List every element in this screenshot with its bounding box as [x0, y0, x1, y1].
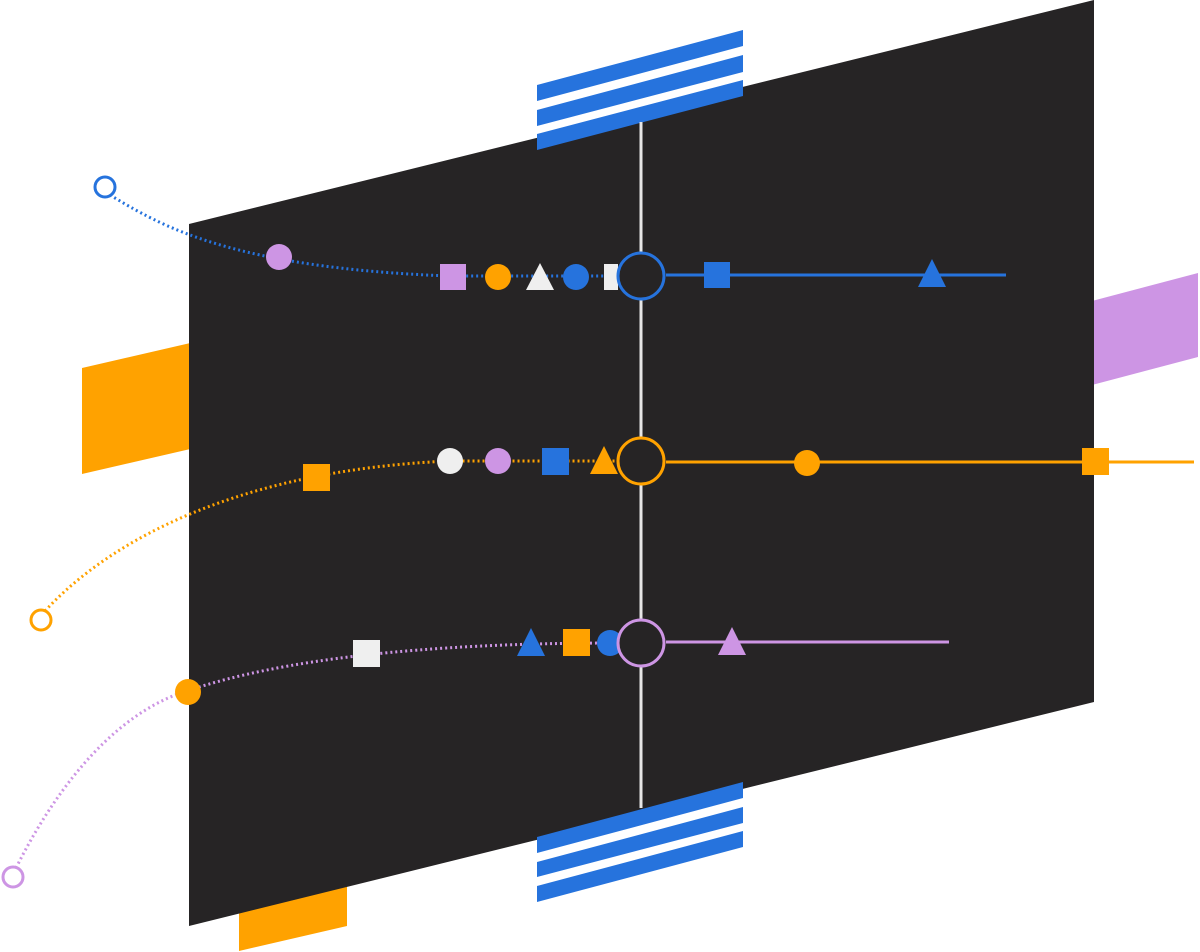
blue-dotted-curve — [109, 193, 616, 278]
marker-blue-square — [704, 262, 730, 288]
orange-junction-node — [616, 436, 666, 486]
blue-start-ring — [93, 175, 117, 199]
curve-marker-orange-square — [303, 464, 330, 491]
track-orange — [29, 436, 1194, 632]
marker-blue-circle — [597, 630, 623, 656]
marker-blue-triangle — [517, 628, 545, 656]
track-blue — [93, 175, 1006, 301]
marker-white-square — [353, 640, 380, 667]
marker-lavender-square — [440, 264, 466, 290]
marker-blue-square — [542, 448, 569, 475]
marker-orange-triangle — [590, 446, 618, 474]
marker-orange-circle — [794, 450, 820, 476]
marker-orange-square — [1082, 448, 1109, 475]
marker-orange-square — [563, 629, 590, 656]
marker-white-triangle — [526, 263, 554, 290]
curve-marker-orange-circle — [175, 679, 201, 705]
curve-marker-lavender-circle — [266, 244, 292, 270]
lavender-dotted-curve — [14, 641, 617, 869]
top-stripes — [537, 30, 743, 150]
lavender-start-ring — [1, 865, 25, 889]
blue-junction-node — [616, 251, 666, 301]
lavender-junction-node — [616, 618, 666, 668]
orange-start-ring — [29, 608, 53, 632]
marker-white-square — [604, 264, 618, 290]
marker-blue-triangle — [918, 259, 946, 287]
marker-blue-circle — [563, 264, 589, 290]
track-lavender — [1, 618, 949, 889]
marker-lavender-circle — [485, 448, 511, 474]
marker-orange-circle — [485, 264, 511, 290]
bottom-stripes — [537, 782, 743, 902]
marker-white-circle — [437, 448, 463, 474]
marker-lavender-triangle — [718, 627, 746, 655]
